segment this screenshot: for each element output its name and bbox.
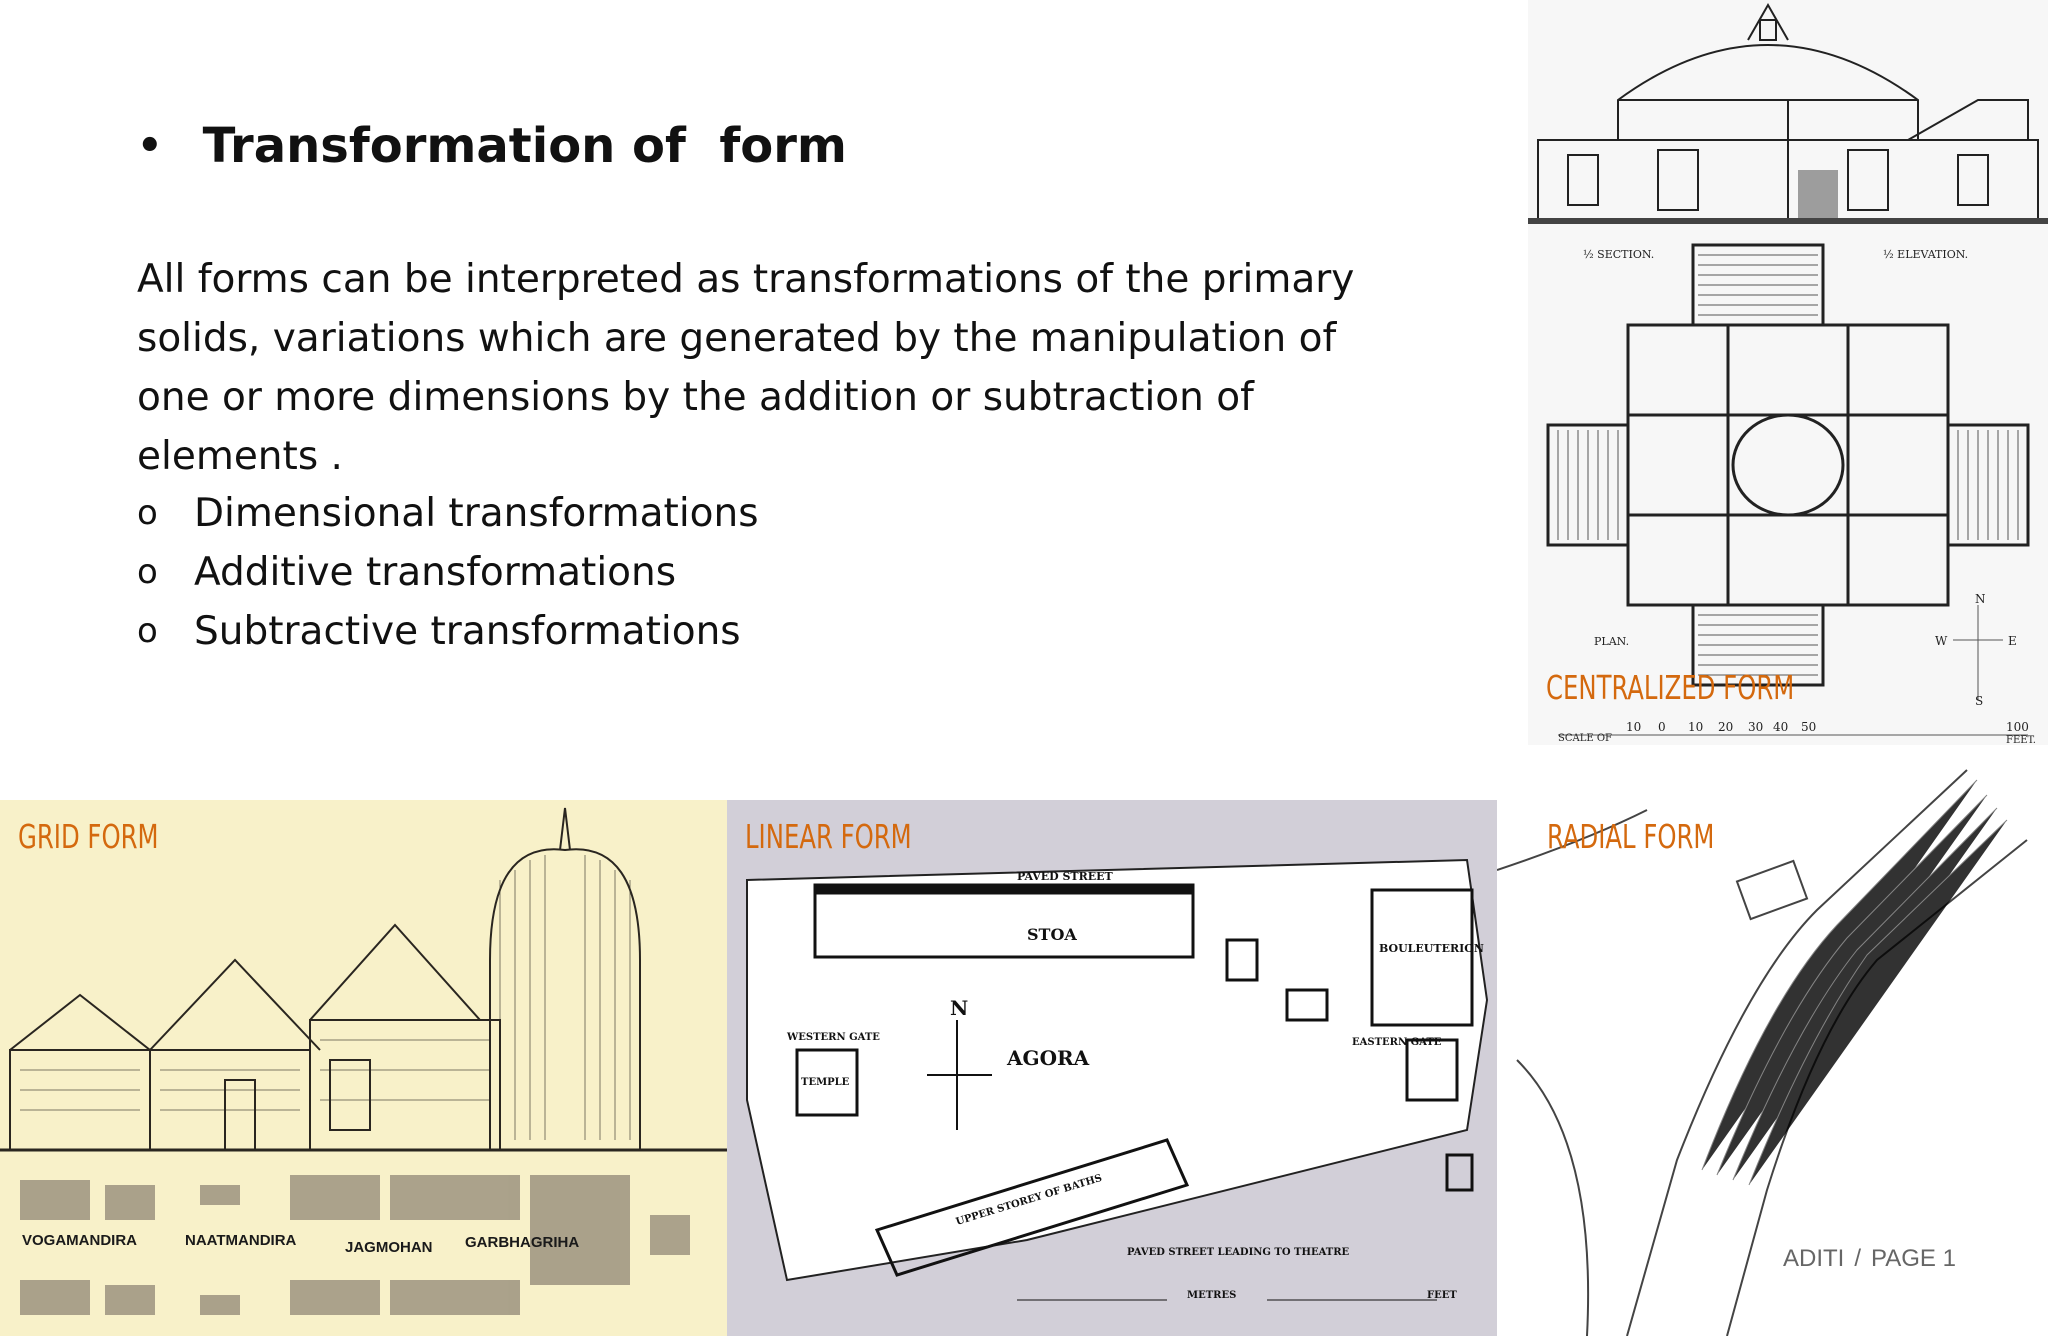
circle-bullet-icon: o xyxy=(137,611,158,651)
grid-part-label: VOGAMANDIRA xyxy=(22,1232,137,1249)
compass-s: S xyxy=(1975,694,1983,708)
agora-label: AGORA xyxy=(1006,1046,1090,1070)
author-label: ADITI xyxy=(1783,1245,1845,1272)
page-number: PAGE 1 xyxy=(1871,1245,1956,1272)
plan-label: PLAN. xyxy=(1594,635,1629,648)
svg-text:20: 20 xyxy=(1718,720,1733,734)
radial-form-label: RADIAL FORM xyxy=(1547,817,1715,856)
svg-text:10: 10 xyxy=(1688,720,1703,734)
svg-text:50: 50 xyxy=(1801,720,1816,734)
agora-label: BOULEUTERION xyxy=(1379,942,1484,955)
compass-e: E xyxy=(2008,634,2017,648)
radial-form-image: RADIAL FORM ADITI/PAGE 1 xyxy=(1497,760,2048,1336)
linear-form-image: PAVED STREET STOA AGORA N WESTERN GATE T… xyxy=(727,800,1497,1336)
linear-form-label: LINEAR FORM xyxy=(745,817,912,856)
villa-drawing: ½ SECTION. ½ ELEVATION. PLAN. SCALE OF N… xyxy=(1528,2,2048,745)
svg-text:0: 0 xyxy=(1658,720,1666,734)
svg-text:100: 100 xyxy=(2006,720,2029,734)
grid-part-label: JAGMOHAN xyxy=(345,1239,433,1256)
svg-text:40: 40 xyxy=(1773,720,1788,734)
svg-text:10: 10 xyxy=(1626,720,1641,734)
agora-label: PAVED STREET xyxy=(1017,870,1114,883)
grid-part-label: GARBHAGRIHA xyxy=(465,1234,579,1251)
title-text: Transformation of form xyxy=(202,118,847,174)
agora-label: METRES xyxy=(1187,1290,1236,1301)
circle-bullet-icon: o xyxy=(137,493,158,533)
agora-label: TEMPLE xyxy=(801,1077,850,1088)
svg-text:FEET.: FEET. xyxy=(2006,735,2036,745)
agora-plan-drawing: PAVED STREET STOA AGORA N WESTERN GATE T… xyxy=(727,800,1497,1336)
elevation-label: ½ ELEVATION. xyxy=(1883,248,1968,261)
north-icon: N xyxy=(950,996,968,1020)
svg-text:30: 30 xyxy=(1748,720,1763,734)
list-item: o Additive transformations xyxy=(137,543,759,602)
temple-drawing: VOGAMANDIRA NAATMANDIRA JAGMOHAN GARBHAG… xyxy=(0,807,727,1315)
compass-n: N xyxy=(1975,592,1986,606)
compass-w: W xyxy=(1935,634,1948,648)
scale-label: SCALE OF xyxy=(1558,733,1612,744)
circle-bullet-icon: o xyxy=(137,552,158,592)
bullet-icon: • xyxy=(137,123,163,169)
agora-label: STOA xyxy=(1027,925,1077,944)
agora-label: FEET xyxy=(1427,1290,1457,1301)
radial-building-drawing xyxy=(1497,769,2028,1336)
list-item: o Dimensional transformations xyxy=(137,484,759,543)
grid-form-label: GRID FORM xyxy=(18,817,159,856)
slide-title: • Transformation of form xyxy=(137,118,847,174)
section-label: ½ SECTION. xyxy=(1583,248,1654,261)
body-paragraph: All forms can be interpreted as transfor… xyxy=(137,257,1355,479)
grid-part-label: NAATMANDIRA xyxy=(185,1232,297,1249)
agora-label: PAVED STREET LEADING TO THEATRE xyxy=(1127,1247,1350,1258)
centralized-form-label: CENTRALIZED FORM xyxy=(1546,668,1795,707)
page-footer: ADITI/PAGE 1 xyxy=(1783,1245,1956,1272)
centralized-form-image: ½ SECTION. ½ ELEVATION. PLAN. SCALE OF N… xyxy=(1528,0,2048,745)
agora-label: WESTERN GATE xyxy=(786,1032,880,1043)
transformation-list: o Dimensional transformations o Additive… xyxy=(137,484,759,661)
grid-form-image: VOGAMANDIRA NAATMANDIRA JAGMOHAN GARBHAG… xyxy=(0,800,727,1336)
agora-label: EASTERN GATE xyxy=(1352,1037,1442,1048)
list-item: o Subtractive transformations xyxy=(137,602,759,661)
